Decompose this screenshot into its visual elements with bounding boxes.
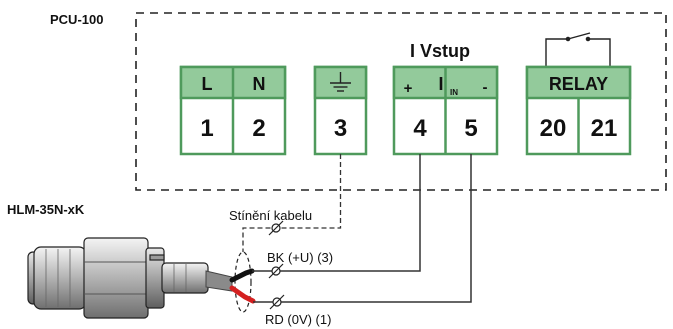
terminal-21: 21 xyxy=(591,115,618,142)
terminal-5: 5 xyxy=(464,115,477,142)
shield-label: Stínění kabelu xyxy=(229,208,312,223)
wire-rd-label: RD (0V) (1) xyxy=(265,312,331,327)
terminal-group-relay: RELAY 20 21 xyxy=(525,65,632,156)
wire-bk-label: BK (+U) (3) xyxy=(267,250,333,265)
terminal-4: 4 xyxy=(413,115,427,142)
terminal-header-plus: + xyxy=(404,80,413,97)
cable xyxy=(205,270,233,292)
terminal-20: 20 xyxy=(540,115,567,142)
terminal-3: 3 xyxy=(334,115,347,142)
cable-shield-marker xyxy=(234,251,252,313)
relay-contact-icon xyxy=(545,32,611,67)
terminal-group-current-input: + I IN - 4 5 xyxy=(392,65,499,156)
terminal-header-relay: RELAY xyxy=(549,74,608,94)
input-title: I Vstup xyxy=(410,41,470,61)
crossed-circle-icon xyxy=(268,220,284,236)
shield-wire xyxy=(242,154,342,252)
sensor-name: HLM-35N-xK xyxy=(7,202,85,217)
terminal-header-i: I xyxy=(438,74,443,94)
crossed-circle-icon xyxy=(269,294,285,310)
controller-name: PCU-100 xyxy=(50,12,103,27)
controller-outline xyxy=(135,12,667,191)
terminal-header-n: N xyxy=(253,74,266,94)
wire-rd xyxy=(229,154,472,304)
crossed-circle-icon xyxy=(268,263,284,279)
terminal-1: 1 xyxy=(200,115,213,142)
terminal-2: 2 xyxy=(252,115,265,142)
wire-bk xyxy=(229,154,421,283)
ground-icon xyxy=(330,72,351,92)
terminal-group-ground: 3 xyxy=(313,65,368,156)
terminal-header-minus: - xyxy=(483,79,488,96)
sensor-body xyxy=(27,237,209,319)
terminal-header-l: L xyxy=(202,74,213,94)
terminal-group-power: L N 1 2 xyxy=(179,65,287,156)
terminal-header-in: IN xyxy=(450,88,458,97)
